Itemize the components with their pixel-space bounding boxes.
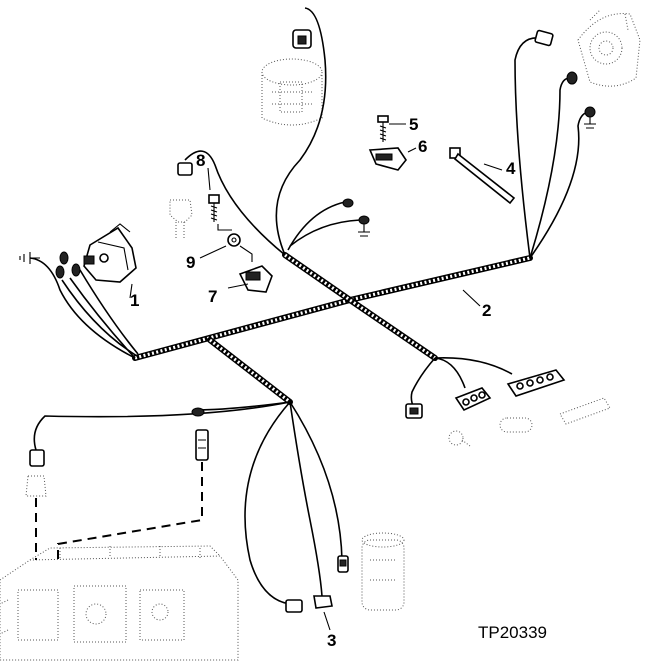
component-1-sender [83, 223, 137, 283]
main-harness [132, 252, 533, 405]
left-sensor-connector [25, 449, 47, 497]
component-3-sensor [313, 595, 333, 609]
component-9-nut [217, 224, 253, 262]
component-6-clamp [368, 147, 407, 171]
background-sensor-bottom-right [361, 532, 405, 611]
left-ring-terminals [19, 251, 81, 279]
bracket-connector-left [177, 162, 193, 176]
callout-8: 8 [196, 151, 205, 170]
bottom-right-connectors [405, 369, 566, 419]
right-ring-terminals [566, 71, 596, 129]
callout-2: 2 [482, 301, 491, 320]
callout-5: 5 [409, 115, 418, 134]
callout-9: 9 [186, 253, 195, 272]
callout-3: 3 [327, 631, 336, 650]
right-connector-top [534, 29, 554, 47]
background-connector-ghosts [448, 397, 611, 447]
component-5-bolt [377, 115, 389, 142]
callout-7: 7 [208, 287, 217, 306]
callout-6: 6 [418, 137, 427, 156]
component-7-clip [238, 265, 273, 293]
ring-terminals-mid [342, 198, 370, 237]
background-component-top-right [577, 9, 641, 87]
top-connector [292, 29, 312, 49]
figure-id: TP20339 [478, 623, 547, 642]
mid-sensor-connector [191, 407, 209, 461]
bottom-connectors [285, 555, 349, 613]
background-sensor-left [169, 199, 193, 240]
background-engine-block [0, 545, 239, 661]
harness-wires [29, 7, 589, 605]
engine-dash-connector [35, 462, 203, 560]
leader-lines [129, 123, 503, 631]
callout-1: 1 [130, 291, 139, 310]
component-8-bolt [208, 194, 220, 222]
background-component-top-center [261, 58, 323, 126]
callout-4: 4 [506, 159, 516, 178]
component-4-cable-tie [449, 147, 516, 205]
